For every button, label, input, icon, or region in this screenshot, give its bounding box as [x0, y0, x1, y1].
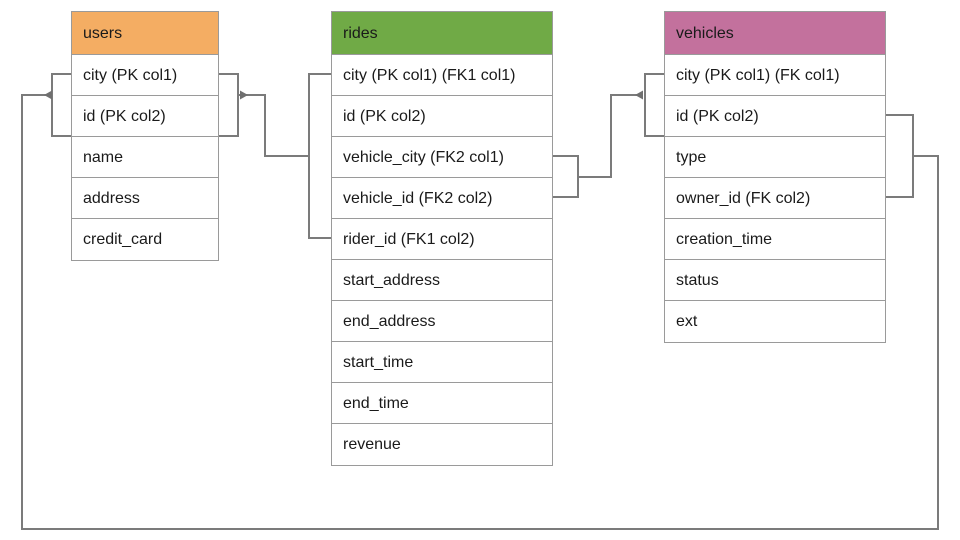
connector-rides-fk1-to-users — [219, 73, 331, 239]
table-users[interactable]: users city (PK col1) id (PK col2) name a… — [71, 11, 219, 261]
table-row[interactable]: city (PK col1) (FK1 col1) — [332, 55, 552, 96]
table-row[interactable]: end_address — [332, 301, 552, 342]
table-header-users: users — [72, 12, 218, 55]
table-rides[interactable]: rides city (PK col1) (FK1 col1) id (PK c… — [331, 11, 553, 466]
table-row[interactable]: name — [72, 137, 218, 178]
table-row[interactable]: status — [665, 260, 885, 301]
table-row[interactable]: vehicle_id (FK2 col2) — [332, 178, 552, 219]
table-row[interactable]: address — [72, 178, 218, 219]
table-row[interactable]: type — [665, 137, 885, 178]
table-row[interactable]: owner_id (FK col2) — [665, 178, 885, 219]
table-row[interactable]: end_time — [332, 383, 552, 424]
table-row[interactable]: revenue — [343, 436, 401, 453]
table-row[interactable]: rider_id (FK1 col2) — [332, 219, 552, 260]
connector-rides-fk2-to-vehicles — [553, 73, 664, 198]
table-row[interactable]: id (PK col2) — [665, 96, 885, 137]
table-row[interactable]: id (PK col2) — [332, 96, 552, 137]
table-header-rides: rides — [332, 12, 552, 55]
table-row[interactable]: creation_time — [665, 219, 885, 260]
table-row[interactable]: credit_card — [83, 231, 163, 248]
table-row[interactable]: city (PK col1) — [72, 55, 218, 96]
table-row[interactable]: vehicle_city (FK2 col1) — [332, 137, 552, 178]
table-vehicles[interactable]: vehicles city (PK col1) (FK col1) id (PK… — [664, 11, 886, 343]
table-header-vehicles: vehicles — [665, 12, 885, 55]
connector-vehicles-fk-to-users — [21, 73, 939, 530]
table-row[interactable]: start_time — [332, 342, 552, 383]
table-row[interactable]: ext — [676, 313, 698, 330]
table-row[interactable]: id (PK col2) — [72, 96, 218, 137]
table-row[interactable]: city (PK col1) (FK col1) — [665, 55, 885, 96]
table-row[interactable]: start_address — [332, 260, 552, 301]
